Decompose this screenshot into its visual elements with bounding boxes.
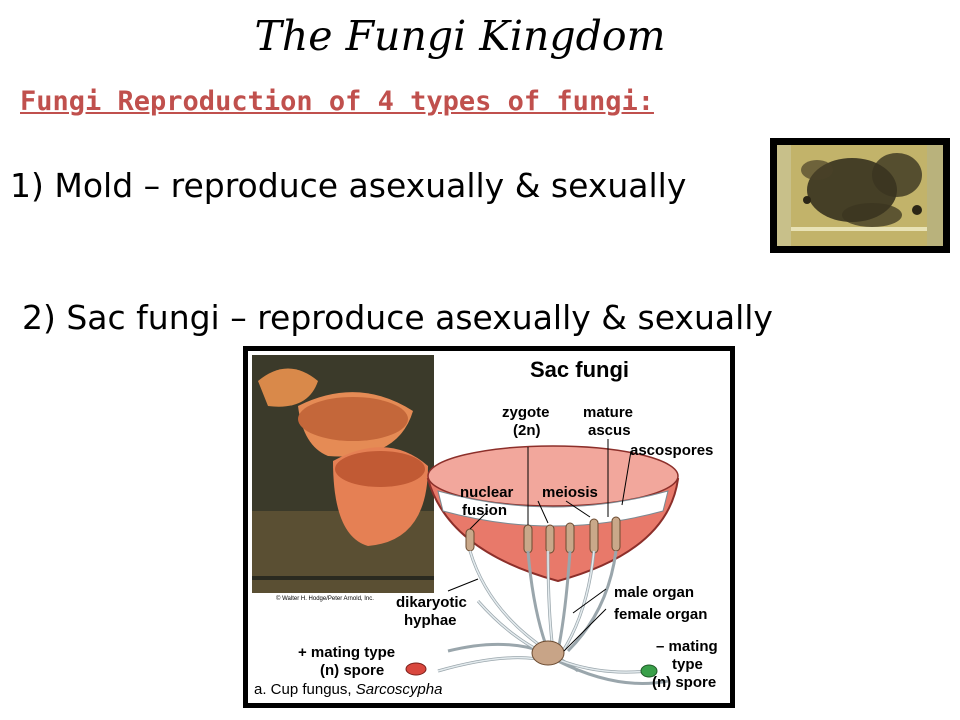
cup-fungus-photo: © Walter H. Hodge/Peter Arnold, Inc. <box>252 355 434 602</box>
label-hyphae: hyphae <box>404 612 457 629</box>
label-plus-mating-1: + mating type <box>298 644 395 661</box>
figure-caption: a. Cup fungus, Sarcoscypha <box>254 681 442 698</box>
label-minus-mating-1: – mating <box>656 638 718 655</box>
label-ascus: ascus <box>588 422 631 439</box>
label-male-organ: male organ <box>614 584 694 601</box>
label-fusion: fusion <box>462 502 507 519</box>
diagram-title: Sac fungi <box>530 357 629 382</box>
label-nuclear: nuclear <box>460 484 514 501</box>
label-zygote-ploidy: (2n) <box>513 422 541 439</box>
slide-subtitle: Fungi Reproduction of 4 types of fungi: <box>20 86 654 117</box>
label-dikaryotic: dikaryotic <box>396 594 467 611</box>
point-sac-fungi: 2) Sac fungi – reproduce asexually & sex… <box>22 298 773 337</box>
label-minus-mating-2: type <box>672 656 703 673</box>
caption-genus: Sarcoscypha <box>356 681 443 698</box>
label-ascospores: ascospores <box>630 442 713 459</box>
label-female-organ: female organ <box>614 606 707 623</box>
label-zygote: zygote <box>502 404 550 421</box>
point-mold: 1) Mold – reproduce asexually & sexually <box>10 166 687 205</box>
asci <box>465 516 621 554</box>
label-mature: mature <box>583 404 633 421</box>
sac-fungi-figure: © Walter H. Hodge/Peter Arnold, Inc. Sac… <box>243 346 735 708</box>
caption-prefix: a. Cup fungus, <box>254 681 352 698</box>
label-minus-mating-3: (n) spore <box>652 674 716 691</box>
photo-credit: © Walter H. Hodge/Peter Arnold, Inc. <box>276 595 374 602</box>
plus-spore <box>405 662 427 676</box>
slide-title: The Fungi Kingdom <box>254 12 666 60</box>
label-plus-mating-2: (n) spore <box>320 662 384 679</box>
label-meiosis: meiosis <box>542 484 598 501</box>
minus-spore <box>640 664 658 678</box>
female-organ <box>531 640 565 666</box>
mold-photo <box>770 138 950 253</box>
